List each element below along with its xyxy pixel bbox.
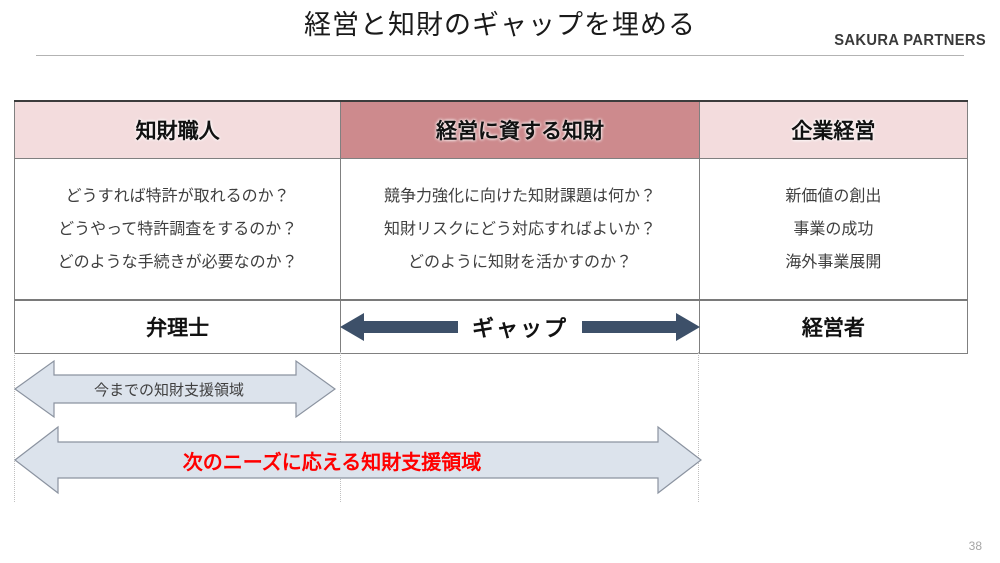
body-cell-strategic-ip: 競争力強化に向けた知財課題は何か？ 知財リスクにどう対応すればよいか？ どのよう… — [340, 158, 700, 301]
header-divider — [36, 55, 964, 56]
body-line: 競争力強化に向けた知財課題は何か？ — [384, 187, 657, 205]
table-footer-row: 弁理士 ギャップ 経営者 — [13, 299, 969, 354]
footer-cell-patent-attorney: 弁理士 — [13, 299, 342, 354]
body-line: 新価値の創出 — [785, 187, 882, 205]
gap-matrix-table: 知財職人 経営に資する知財 企業経営 どうすれば特許が取れるのか？ どうやって特… — [13, 100, 969, 354]
header-cell-strategic-ip: 経営に資する知財 — [340, 100, 700, 159]
table-body-row: どうすれば特許が取れるのか？ どうやって特許調査をするのか？ どのような手続きが… — [13, 158, 969, 301]
page-title: 経営と知財のギャップを埋める — [304, 10, 696, 40]
double-arrow-icon — [14, 359, 336, 419]
body-cell-craftsman: どうすれば特許が取れるのか？ どうやって特許調査をするのか？ どのような手続きが… — [13, 158, 342, 301]
body-line: 事業の成功 — [793, 220, 874, 238]
gap-label: ギャップ — [472, 316, 569, 341]
double-arrow-icon — [14, 425, 702, 495]
body-line: 海外事業展開 — [785, 253, 882, 271]
brand-logo: SAKURA PARTNERS — [834, 32, 986, 49]
guide-line-left — [14, 352, 15, 502]
page-number: 38 — [968, 539, 982, 553]
body-line: どうやって特許調査をするのか？ — [58, 220, 298, 238]
guide-line-right — [698, 352, 699, 502]
guide-line-middle — [340, 352, 341, 502]
table-header-row: 知財職人 経営に資する知財 企業経営 — [13, 100, 969, 159]
body-line: 知財リスクにどう対応すればよいか？ — [384, 220, 657, 238]
footer-cell-executive: 経営者 — [698, 299, 969, 354]
header-cell-corporate-management: 企業経営 — [698, 100, 969, 159]
banner-next-scope: 次のニーズに応える知財支援領域 — [14, 424, 702, 496]
header-cell-craftsman: 知財職人 — [13, 100, 342, 159]
arrow-left-icon — [340, 313, 459, 341]
body-line: どのように知財を活かすのか？ — [408, 253, 633, 271]
arrow-right-icon — [582, 313, 701, 341]
banner-current-scope: 今までの知財支援領域 — [14, 358, 336, 420]
body-line: どのような手続きが必要なのか？ — [57, 253, 298, 271]
body-line: どうすれば特許が取れるのか？ — [65, 187, 290, 205]
footer-cell-gap: ギャップ — [340, 299, 701, 354]
body-cell-corporate-management: 新価値の創出 事業の成功 海外事業展開 — [698, 158, 969, 301]
